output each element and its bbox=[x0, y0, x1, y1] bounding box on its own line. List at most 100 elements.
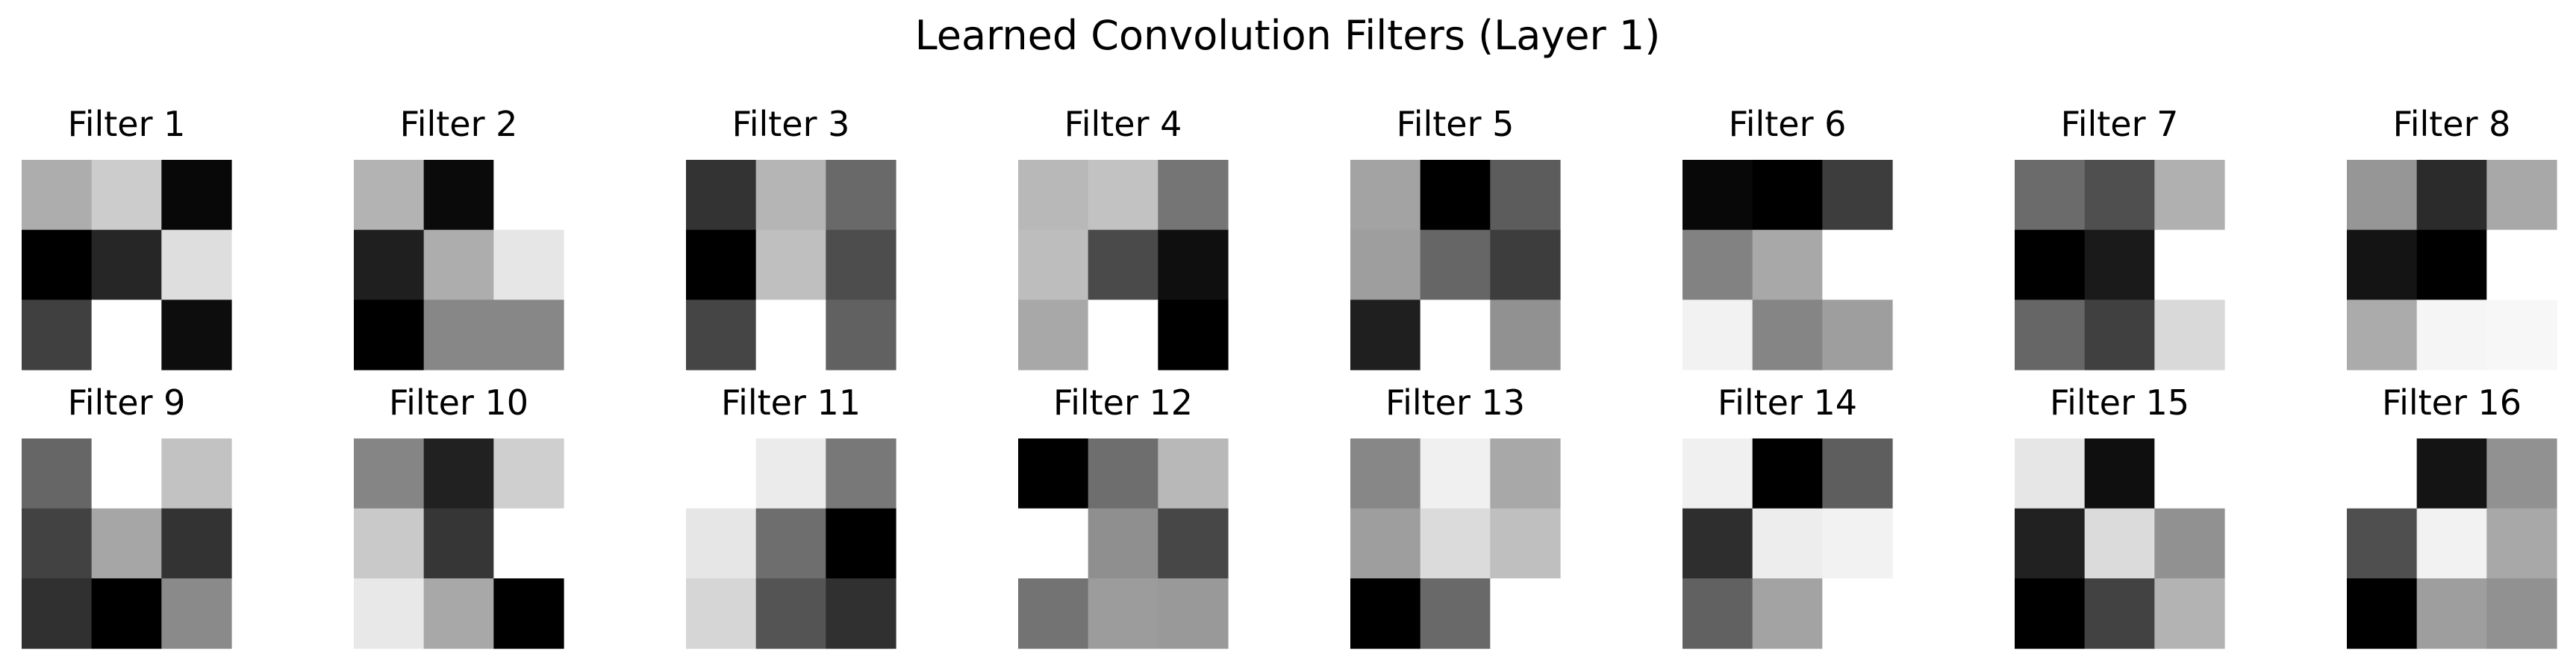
filter-cell bbox=[1490, 160, 1561, 231]
filter-cell bbox=[22, 438, 93, 509]
filter-cell bbox=[91, 160, 162, 231]
filter-cell bbox=[1088, 438, 1158, 509]
filter-cell bbox=[2416, 229, 2487, 300]
filter-cell bbox=[2486, 438, 2557, 509]
filter-cell bbox=[161, 578, 232, 649]
filter-cell bbox=[1420, 578, 1491, 649]
filter-cell bbox=[686, 508, 757, 579]
filter-cell bbox=[1158, 438, 1229, 509]
filter-cell bbox=[1752, 300, 1823, 370]
filter-cell bbox=[755, 508, 826, 579]
filter-panel: Filter 6 bbox=[1682, 104, 1893, 370]
filter-cell bbox=[1822, 578, 1893, 649]
filter-cell bbox=[2084, 160, 2155, 231]
filter-panel: Filter 9 bbox=[22, 382, 232, 649]
filter-cell bbox=[2015, 508, 2086, 579]
filter-cell bbox=[354, 300, 425, 370]
filter-cell bbox=[423, 438, 494, 509]
filter-cell bbox=[755, 578, 826, 649]
filter-panel: Filter 2 bbox=[354, 104, 564, 370]
filter-cell bbox=[1752, 438, 1823, 509]
filter-cell bbox=[1682, 438, 1753, 509]
filter-cell bbox=[2416, 438, 2487, 509]
filter-cell bbox=[91, 438, 162, 509]
filter-cell bbox=[2486, 229, 2557, 300]
filter-cell bbox=[2084, 438, 2155, 509]
filter-cell bbox=[1420, 300, 1491, 370]
filter-cell bbox=[1158, 160, 1229, 231]
filter-panel: Filter 1 bbox=[22, 104, 232, 370]
filter-title: Filter 10 bbox=[389, 382, 528, 423]
filter-cell bbox=[493, 160, 564, 231]
filter-panel: Filter 5 bbox=[1350, 104, 1561, 370]
filter-cell bbox=[1018, 160, 1089, 231]
filter-cell bbox=[1752, 508, 1823, 579]
filter-cell bbox=[1682, 578, 1753, 649]
filter-title: Filter 14 bbox=[1718, 382, 1857, 423]
filter-cell bbox=[1490, 508, 1561, 579]
filter-cell bbox=[22, 578, 93, 649]
filter-cell bbox=[2154, 160, 2225, 231]
filter-cell bbox=[755, 160, 826, 231]
filter-cell bbox=[2154, 508, 2225, 579]
filter-cell bbox=[2347, 229, 2418, 300]
filter-title: Filter 8 bbox=[2393, 104, 2511, 144]
filter-panel: Filter 16 bbox=[2347, 382, 2557, 649]
filter-cell bbox=[2347, 160, 2418, 231]
filter-cell bbox=[1490, 578, 1561, 649]
filter-cell bbox=[493, 438, 564, 509]
filter-cell bbox=[1350, 578, 1421, 649]
filter-title: Filter 1 bbox=[68, 104, 186, 144]
filter-cell bbox=[2154, 300, 2225, 370]
filter-cell bbox=[1158, 300, 1229, 370]
filter-title: Filter 12 bbox=[1053, 382, 1193, 423]
filter-cell bbox=[2015, 229, 2086, 300]
filter-title: Filter 6 bbox=[1729, 104, 1847, 144]
filter-cell bbox=[755, 438, 826, 509]
filter-cell bbox=[161, 508, 232, 579]
filter-cell bbox=[354, 508, 425, 579]
filter-cell bbox=[1682, 508, 1753, 579]
filter-cell bbox=[826, 438, 896, 509]
filter-cell bbox=[686, 300, 757, 370]
filter-cell bbox=[493, 300, 564, 370]
filter-cell bbox=[22, 300, 93, 370]
filter-title: Filter 16 bbox=[2382, 382, 2522, 423]
filter-panel: Filter 11 bbox=[686, 382, 896, 649]
filter-cell bbox=[826, 578, 896, 649]
filter-cell bbox=[2015, 300, 2086, 370]
filter-cell bbox=[2486, 508, 2557, 579]
filter-cell bbox=[686, 578, 757, 649]
filter-cell bbox=[1018, 300, 1089, 370]
filter-cell bbox=[22, 508, 93, 579]
filter-cell bbox=[1018, 508, 1089, 579]
filter-title: Filter 5 bbox=[1397, 104, 1515, 144]
filter-cell bbox=[1158, 508, 1229, 579]
filter-cell bbox=[1018, 578, 1089, 649]
filter-cell bbox=[1490, 229, 1561, 300]
filter-cell bbox=[1350, 508, 1421, 579]
filter-cell bbox=[2347, 508, 2418, 579]
filter-title: Filter 13 bbox=[1385, 382, 1525, 423]
filter-cell bbox=[1752, 578, 1823, 649]
filter-cell bbox=[2154, 438, 2225, 509]
filter-cell bbox=[686, 229, 757, 300]
filter-cell bbox=[686, 438, 757, 509]
filter-cell bbox=[1088, 229, 1158, 300]
filter-panel: Filter 8 bbox=[2347, 104, 2557, 370]
filter-panel: Filter 15 bbox=[2015, 382, 2225, 649]
filter-cell bbox=[1350, 160, 1421, 231]
filter-panel: Filter 14 bbox=[1682, 382, 1893, 649]
filter-cell bbox=[91, 229, 162, 300]
filter-cell bbox=[2015, 438, 2086, 509]
filter-cell bbox=[755, 229, 826, 300]
filter-cell bbox=[1752, 229, 1823, 300]
filter-cell bbox=[2084, 229, 2155, 300]
filter-cell bbox=[2416, 508, 2487, 579]
filter-cell bbox=[354, 438, 425, 509]
filter-cell bbox=[423, 160, 494, 231]
filter-cell bbox=[1158, 229, 1229, 300]
filter-cell bbox=[1018, 438, 1089, 509]
